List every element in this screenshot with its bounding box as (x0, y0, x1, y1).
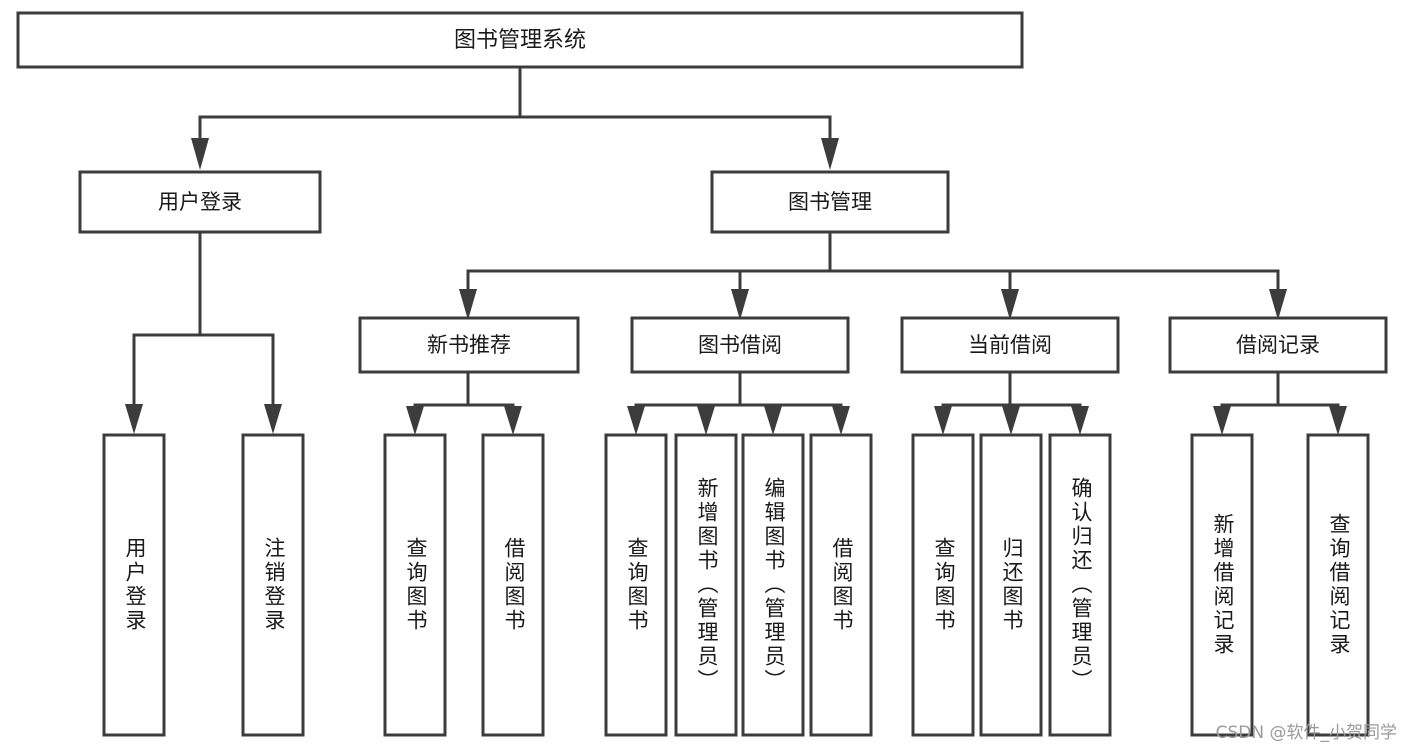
node-leaf-user-login-box[interactable] (102, 433, 166, 737)
node-leaf-edit-book-box[interactable] (741, 433, 805, 737)
node-leaf-return-book-label: 归还图书 (1000, 537, 1024, 633)
connector-group-current-borrow (934, 370, 1089, 435)
node-leaf-logout-login-box[interactable] (241, 433, 305, 737)
node-current-borrow[interactable]: 当前借阅 (900, 316, 1120, 374)
arrow-head-leaf-confirm-return (1071, 406, 1089, 435)
arrow-head-current-borrow (1001, 289, 1019, 320)
node-leaf-borrow-book-1-box[interactable] (481, 433, 545, 737)
arrow-head-leaf-borrow-book-2 (832, 406, 850, 435)
node-leaf-query-record-label: 查询借阅记录 (1327, 513, 1351, 657)
node-leaf-edit-book[interactable]: 编辑图书（管理员） (741, 433, 805, 737)
arrow-head-leaf-borrow-book-1 (504, 406, 522, 435)
node-root[interactable]: 图书管理系统 (16, 11, 1024, 69)
node-leaf-confirm-return[interactable]: 确认归还（管理员） (1048, 433, 1112, 737)
arrow-head-leaf-query-book-3 (934, 406, 952, 435)
node-leaf-query-book-1-label: 查询图书 (404, 537, 428, 633)
node-root-label: 图书管理系统 (454, 28, 586, 53)
arrow-head-leaf-return-book (1002, 406, 1020, 435)
node-user-login-box[interactable] (78, 170, 322, 234)
node-leaf-user-login[interactable]: 用户登录 (102, 433, 166, 737)
node-leaf-query-book-3-box[interactable] (911, 433, 975, 737)
arrow-head-leaf-edit-book (764, 406, 782, 435)
arrow-head-new-book-recommend (459, 289, 477, 320)
node-leaf-logout-login-label: 注销登录 (262, 537, 286, 633)
node-leaf-add-book-label: 新增图书（管理员） (695, 477, 719, 693)
node-borrow-record[interactable]: 借阅记录 (1168, 316, 1388, 374)
node-user-login[interactable]: 用户登录 (78, 170, 322, 234)
node-book-borrow[interactable]: 图书借阅 (630, 316, 850, 374)
connector-group-user-login (125, 231, 282, 434)
connector-group-book-management (459, 231, 1287, 320)
connector-group-root (191, 65, 839, 170)
node-leaf-user-login-label: 用户登录 (123, 537, 147, 633)
arrow-head-leaf-query-book-1 (406, 406, 424, 435)
node-leaf-borrow-book-1-label: 借阅图书 (502, 537, 526, 633)
arrow-head-book-management (821, 138, 839, 170)
arrow-head-book-borrow (731, 289, 749, 320)
node-book-management[interactable]: 图书管理 (710, 170, 950, 234)
node-new-book-recommend-box[interactable] (358, 316, 580, 374)
connector-group-new-book-recommend (406, 370, 522, 435)
node-current-borrow-label: 当前借阅 (968, 333, 1052, 357)
node-leaf-query-book-3-label: 查询图书 (932, 537, 956, 633)
connector-group-borrow-record (1213, 370, 1347, 435)
arrow-head-leaf-add-book (697, 406, 715, 435)
node-current-borrow-box[interactable] (900, 316, 1120, 374)
node-new-book-recommend-label: 新书推荐 (427, 333, 511, 357)
node-leaf-add-record-label: 新增借阅记录 (1211, 513, 1235, 657)
node-leaf-add-record[interactable]: 新增借阅记录 (1190, 433, 1254, 737)
node-new-book-recommend[interactable]: 新书推荐 (358, 316, 580, 374)
node-leaf-query-book-2-box[interactable] (604, 433, 668, 737)
arrow-head-leaf-add-record (1213, 406, 1231, 435)
arrow-head-user-login (191, 138, 209, 170)
node-leaf-add-record-box[interactable] (1190, 433, 1254, 737)
node-leaf-query-record-box[interactable] (1306, 433, 1370, 737)
node-leaf-add-book-box[interactable] (674, 433, 738, 737)
node-leaf-borrow-book-2[interactable]: 借阅图书 (809, 433, 873, 737)
node-leaf-edit-book-label: 编辑图书（管理员） (762, 477, 786, 693)
node-book-management-box[interactable] (710, 170, 950, 234)
node-leaf-query-book-1-box[interactable] (383, 433, 447, 737)
node-leaf-add-book[interactable]: 新增图书（管理员） (674, 433, 738, 737)
node-leaf-borrow-book-2-box[interactable] (809, 433, 873, 737)
node-leaf-confirm-return-box[interactable] (1048, 433, 1112, 737)
node-leaf-borrow-book-1[interactable]: 借阅图书 (481, 433, 545, 737)
node-root-box[interactable] (16, 11, 1024, 69)
arrow-head-borrow-record (1269, 289, 1287, 320)
node-leaf-borrow-book-2-label: 借阅图书 (830, 537, 854, 633)
node-leaf-query-book-2-label: 查询图书 (625, 537, 649, 633)
node-book-borrow-label: 图书借阅 (698, 333, 782, 357)
node-leaf-query-book-1[interactable]: 查询图书 (383, 433, 447, 737)
node-borrow-record-label: 借阅记录 (1236, 333, 1320, 357)
arrow-head-leaf-query-record (1329, 406, 1347, 435)
node-leaf-query-record[interactable]: 查询借阅记录 (1306, 433, 1370, 737)
node-borrow-record-box[interactable] (1168, 316, 1388, 374)
node-leaf-query-book-3[interactable]: 查询图书 (911, 433, 975, 737)
node-leaf-confirm-return-label: 确认归还（管理员） (1069, 477, 1093, 693)
node-leaf-logout-login[interactable]: 注销登录 (241, 433, 305, 737)
node-book-borrow-box[interactable] (630, 316, 850, 374)
node-book-management-label: 图书管理 (788, 190, 872, 214)
arrow-head-leaf-user-login (125, 404, 143, 434)
node-user-login-label: 用户登录 (158, 190, 242, 214)
csdn-watermark: CSDN @软件_小贺同学 (1215, 723, 1397, 743)
connector-group-book-borrow (627, 370, 850, 435)
arrow-head-leaf-query-book-2 (627, 406, 645, 435)
node-leaf-return-book[interactable]: 归还图书 (979, 433, 1043, 737)
node-leaf-query-book-2[interactable]: 查询图书 (604, 433, 668, 737)
arrow-head-leaf-logout-login (264, 404, 282, 434)
node-leaf-return-book-box[interactable] (979, 433, 1043, 737)
